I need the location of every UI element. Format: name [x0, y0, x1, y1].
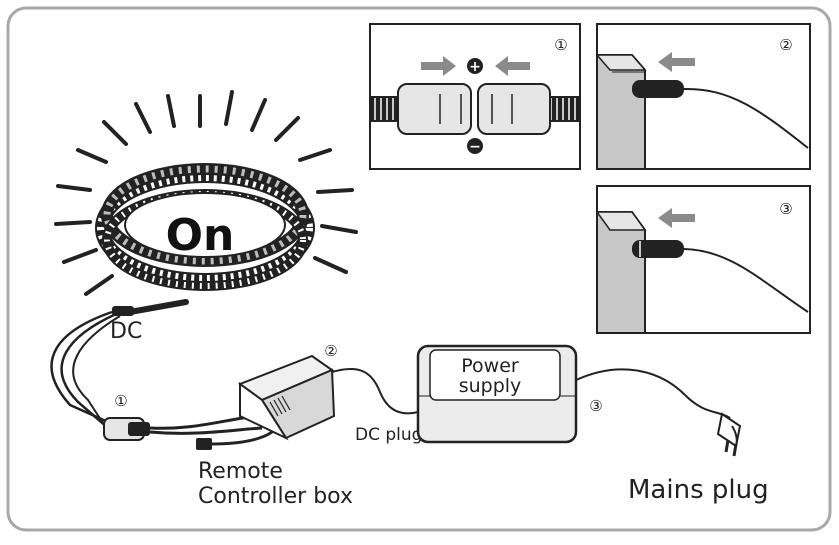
light-rays [54, 90, 358, 296]
inset-panel-connector: + − ① [369, 23, 581, 170]
label-remote-line1: Remote [198, 459, 283, 484]
step-number-3-inset: ③ [779, 200, 792, 218]
step-number-3: ③ [589, 397, 602, 415]
dc-cable [331, 367, 419, 415]
dc-connector-strip [112, 306, 134, 316]
plus-icon [467, 58, 483, 74]
inset-panel-power-plug: ③ [595, 185, 811, 334]
connector-half-left [397, 83, 472, 135]
arrow-left-icon [658, 52, 695, 72]
connector-half-right [477, 83, 551, 135]
label-dc: DC [110, 319, 142, 344]
minus-sign: − [469, 139, 481, 155]
arrow-left-icon [495, 56, 530, 76]
label-power-line2: supply [459, 375, 522, 397]
dc-plug-shape [632, 80, 684, 98]
mains-cable [575, 368, 731, 419]
label-dc-plug: DC plug [355, 425, 422, 445]
inset-panel-dc-plug: ② [595, 23, 811, 170]
ir-receiver [196, 438, 212, 450]
plus-sign: + [469, 59, 481, 75]
step-number-1-inset: ① [554, 36, 567, 54]
minus-icon [467, 138, 483, 154]
step-number-2-inset: ② [779, 36, 792, 54]
power-plug-shape [632, 240, 684, 258]
led-strip-coil: On [54, 90, 358, 296]
strip-lead [127, 299, 189, 315]
label-remote-line2: Controller box [198, 484, 353, 509]
power-supply: Power supply [416, 344, 578, 444]
step-number-1: ① [114, 392, 127, 410]
remote-controller-box [237, 354, 336, 441]
status-on-label: On [166, 210, 235, 261]
label-power-line1: Power [461, 355, 519, 377]
arrow-right-icon [421, 56, 456, 76]
arrow-left-icon [658, 208, 695, 228]
label-mains-plug: Mains plug [628, 475, 769, 505]
mains-plug-icon [716, 412, 742, 457]
step-number-2: ② [324, 342, 337, 360]
